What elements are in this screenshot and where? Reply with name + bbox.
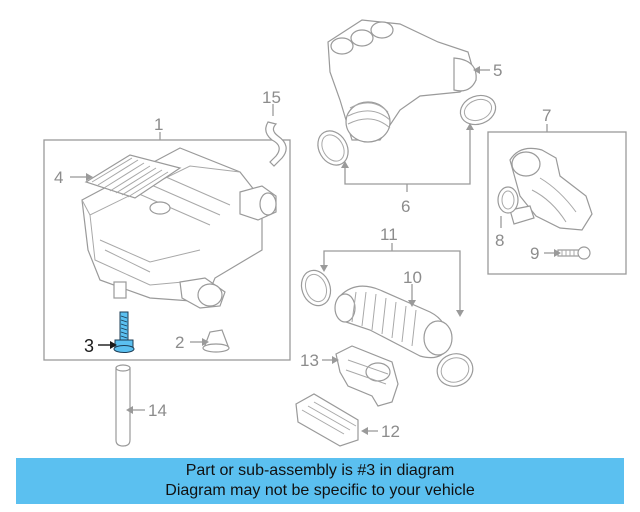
air-cleaner-assembly-group: 1 4 (43, 115, 291, 361)
group-1-frame (43, 139, 291, 361)
callout-11[interactable]: 11 (380, 225, 398, 244)
callout-10[interactable]: 10 (403, 268, 422, 287)
callout-7[interactable]: 7 (542, 106, 551, 125)
callout-13[interactable]: 13 (300, 351, 319, 370)
intake-duct-part-5 (327, 19, 477, 143)
pipe-part-14 (115, 364, 131, 447)
grommet-part-2 (202, 329, 230, 353)
banner-line-disclaimer: Diagram may not be specific to your vehi… (165, 482, 475, 499)
callout-14[interactable]: 14 (148, 401, 167, 420)
parts-diagram: 1 4 (43, 19, 627, 447)
clamp-right-group-11 (436, 353, 474, 387)
resonator-group-7: 7 8 9 (487, 106, 627, 275)
clamp-right-group-6 (459, 94, 497, 126)
callout-1[interactable]: 1 (154, 115, 163, 134)
bolt-part-3[interactable] (113, 311, 135, 353)
callout-8[interactable]: 8 (495, 231, 504, 250)
clamp-left-group-11 (300, 269, 332, 307)
callout-12[interactable]: 12 (381, 422, 400, 441)
filter-element-part-4 (84, 154, 182, 199)
callout-6[interactable]: 6 (401, 197, 410, 216)
screw-part-9 (557, 246, 591, 260)
seal-ring-part-8 (497, 186, 519, 214)
callout-2[interactable]: 2 (175, 333, 184, 352)
hose-part-15 (265, 121, 287, 167)
info-banner: Part or sub-assembly is #3 in diagram Di… (16, 458, 624, 504)
air-box-housing (81, 147, 277, 309)
resonator-pipe (509, 147, 593, 231)
callout-3[interactable]: 3 (84, 336, 94, 356)
callout-4[interactable]: 4 (54, 168, 63, 187)
air-duct-part-12 (295, 393, 359, 447)
callout-9[interactable]: 9 (530, 244, 539, 263)
bracket-part-13 (335, 345, 399, 407)
clamp-left-group-6 (317, 130, 349, 166)
banner-line-part-reference: Part or sub-assembly is #3 in diagram (185, 462, 455, 479)
callout-15[interactable]: 15 (262, 88, 281, 107)
callout-5[interactable]: 5 (493, 61, 502, 80)
hose-part-10 (334, 285, 453, 359)
group-7-frame (487, 131, 627, 275)
